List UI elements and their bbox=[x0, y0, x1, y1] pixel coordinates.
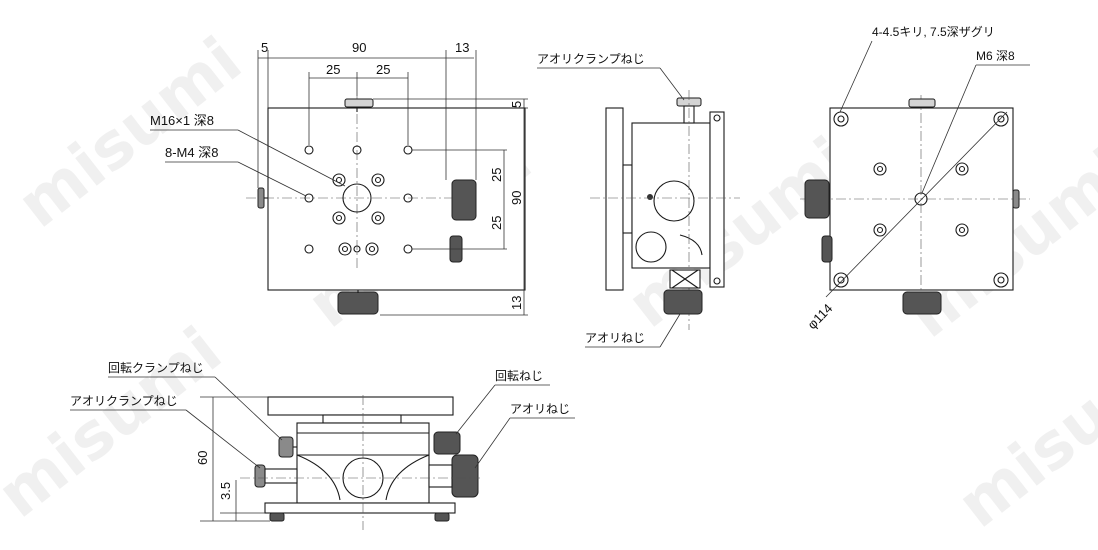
dim-right-13: 13 bbox=[509, 296, 524, 310]
dim-top-5: 5 bbox=[261, 40, 268, 55]
side-view: アオリクランプねじ アオリねじ bbox=[537, 52, 740, 348]
bottom-top-knob bbox=[908, 98, 936, 108]
top-view-plate bbox=[267, 107, 526, 291]
callout-m6: M6 深8 bbox=[976, 49, 1015, 63]
left-clamp-knob bbox=[257, 187, 265, 209]
dim-top-90: 90 bbox=[352, 40, 366, 55]
top-lock-screw bbox=[344, 98, 374, 108]
side-top-plate bbox=[605, 107, 624, 291]
callout-dia: φ114 bbox=[804, 301, 835, 332]
front-view: 60 3.5 回転クランプねじ アオリクランプねじ 回転ねじ アオリねじ bbox=[70, 361, 575, 530]
front-tilt-clamp-knob bbox=[254, 464, 266, 488]
dim-right-5: 5 bbox=[509, 101, 524, 108]
bottom-view: φ114 4-4.5キリ, 7.5深ザグリ M6 深8 bbox=[800, 25, 1030, 332]
m16-hole bbox=[342, 183, 372, 213]
bottom-left-knob bbox=[804, 179, 830, 219]
callout-m4: 8-M4 深8 bbox=[165, 145, 218, 160]
callout-corner-holes: 4-4.5キリ, 7.5深ザグリ bbox=[872, 25, 995, 39]
watermark-5: misumi bbox=[0, 314, 235, 533]
dim-right-90: 90 bbox=[509, 191, 524, 205]
dim-top-13: 13 bbox=[455, 40, 469, 55]
dim-front-3-5: 3.5 bbox=[218, 482, 233, 500]
dim-right-25a: 25 bbox=[489, 168, 504, 182]
side-bottom-knob bbox=[663, 289, 703, 315]
front-tilt-knob bbox=[451, 454, 479, 498]
front-top-plate bbox=[267, 396, 454, 416]
callout-rot-screw: 回転ねじ bbox=[495, 369, 543, 383]
dim-front-60: 60 bbox=[195, 451, 210, 465]
watermark-1: misumi bbox=[4, 24, 255, 243]
top-view: 5 90 13 25 25 5 25 25 90 13 M16×1 深8 8-M… bbox=[150, 40, 528, 316]
callout-side-tilt-screw: アオリねじ bbox=[585, 331, 645, 345]
callout-front-tilt-clamp: アオリクランプねじ bbox=[70, 394, 178, 408]
callout-side-tilt-clamp: アオリクランプねじ bbox=[537, 52, 645, 66]
dim-right-25b: 25 bbox=[489, 216, 504, 230]
watermark-6: misumi bbox=[944, 324, 1098, 543]
dim-top-25a: 25 bbox=[326, 62, 340, 77]
corner-holes bbox=[833, 111, 1009, 288]
callout-m16: M16×1 深8 bbox=[150, 113, 214, 128]
front-rot-knob bbox=[433, 431, 461, 455]
dim-top-25b: 25 bbox=[376, 62, 390, 77]
front-base bbox=[264, 502, 456, 514]
callout-front-tilt-screw: アオリねじ bbox=[510, 402, 570, 416]
bottom-rotation-knob bbox=[337, 291, 379, 315]
front-rot-clamp-knob bbox=[278, 436, 294, 458]
m6-hole bbox=[914, 192, 928, 206]
callout-rot-clamp: 回転クランプねじ bbox=[108, 361, 204, 375]
bottom-bottom-knob bbox=[902, 291, 942, 315]
right-tilt-knob bbox=[451, 179, 477, 221]
